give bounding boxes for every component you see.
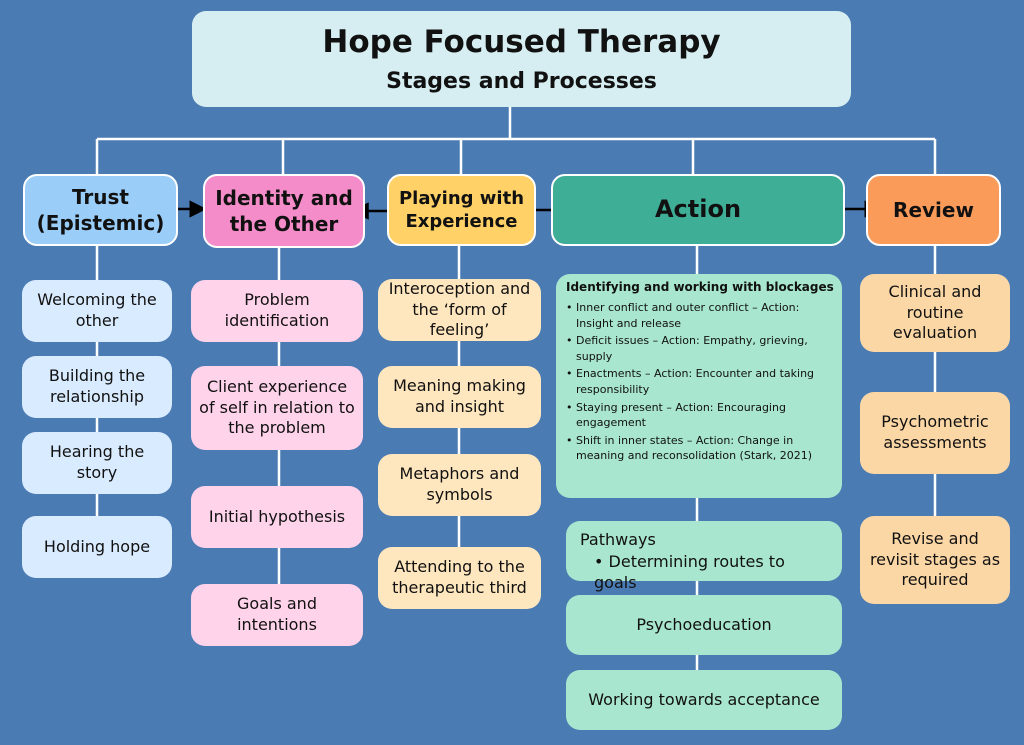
playing-item: Meaning making and insight — [378, 366, 541, 428]
action-item: Psychoeducation — [566, 595, 842, 655]
trust-item: Hearing the story — [22, 432, 172, 494]
identity-item: Initial hypothesis — [191, 486, 363, 548]
stage-review: Review — [866, 174, 1001, 246]
playing-item: Attending to the therapeutic third — [378, 547, 541, 609]
review-item: Clinical and routine evaluation — [860, 274, 1010, 352]
stage-review-label: Review — [893, 198, 974, 222]
blockages-heading: Identifying and working with blockages — [566, 280, 834, 294]
identity-item: Problem identification — [191, 280, 363, 342]
page-subtitle: Stages and Processes — [386, 68, 657, 94]
blockage-bullet: Deficit issues – Action: Empathy, grievi… — [566, 333, 834, 364]
blockages-list: Inner conflict and outer conflict – Acti… — [566, 300, 834, 464]
stage-identity-label-2: the Other — [229, 212, 339, 236]
trust-item: Holding hope — [22, 516, 172, 578]
page-title: Hope Focused Therapy — [322, 23, 721, 60]
title-box: Hope Focused Therapy Stages and Processe… — [192, 11, 851, 107]
stage-trust: Trust (Epistemic) — [23, 174, 178, 246]
identity-item: Client experience of self in relation to… — [191, 366, 363, 450]
stage-playing-label-1: Playing with — [398, 187, 525, 209]
stage-trust-label-2: (Epistemic) — [36, 211, 165, 235]
identity-item: Goals and intentions — [191, 584, 363, 646]
blockage-bullet: Staying present – Action: Encouraging en… — [566, 400, 834, 431]
pathways-bullet: • Determining routes to goals — [594, 551, 785, 593]
review-item: Revise and revisit stages as required — [860, 516, 1010, 604]
action-blockages-box: Identifying and working with blockages I… — [556, 274, 842, 498]
playing-item: Interoception and the ‘form of feeling’ — [378, 279, 541, 341]
stage-identity-label-1: Identity and — [215, 186, 353, 210]
blockage-bullet: Inner conflict and outer conflict – Acti… — [566, 300, 834, 331]
stage-playing-label-2: Experience — [405, 211, 518, 232]
blockage-bullet: Enactments – Action: Encounter and takin… — [566, 366, 834, 397]
blockage-bullet: Shift in inner states – Action: Change i… — [566, 433, 834, 464]
trust-item: Welcoming the other — [22, 280, 172, 342]
stage-identity: Identity and the Other — [203, 174, 365, 248]
stage-trust-label-1: Trust — [71, 185, 129, 209]
stage-action: Action — [551, 174, 845, 246]
pathways-heading: Pathways — [580, 530, 656, 549]
stage-playing: Playing with Experience — [387, 174, 536, 246]
action-item: Working towards acceptance — [566, 670, 842, 730]
stage-action-label: Action — [654, 195, 742, 224]
trust-item: Building the relationship — [22, 356, 172, 418]
playing-item: Metaphors and symbols — [378, 454, 541, 516]
action-pathways-box: Pathways • Determining routes to goals — [566, 521, 842, 592]
review-item: Psychometric assessments — [860, 392, 1010, 474]
